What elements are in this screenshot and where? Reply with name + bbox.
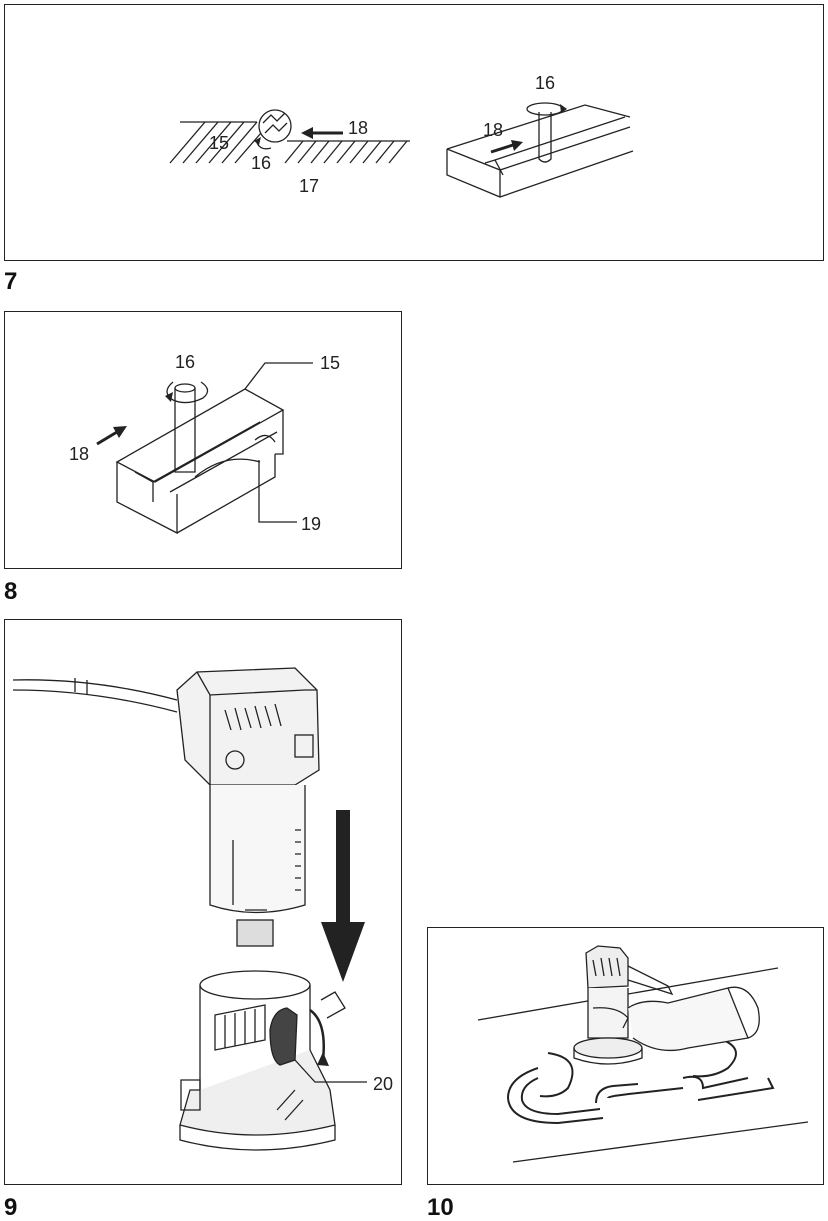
callout-18-left: 18 <box>348 118 368 138</box>
callout-18-right: 18 <box>483 120 503 140</box>
callout-16: 16 <box>175 352 195 372</box>
figure-7-panel: 15 16 18 17 16 18 <box>4 4 824 261</box>
figure-8-illustration: 16 15 18 19 <box>5 312 403 570</box>
figure-7-illustration: 15 16 18 17 16 18 <box>5 5 825 262</box>
callout-15: 15 <box>209 133 229 153</box>
figure-10-illustration <box>428 928 825 1186</box>
figure-10-panel <box>427 927 824 1185</box>
callout-18: 18 <box>69 444 89 464</box>
callout-16-right: 16 <box>535 73 555 93</box>
callout-20: 20 <box>373 1074 393 1094</box>
figure-9-illustration: 20 <box>5 620 403 1186</box>
callout-16-left: 16 <box>251 153 271 173</box>
figure-number-8: 8 <box>4 580 17 604</box>
figure-number-9: 9 <box>4 1196 17 1220</box>
figure-number-7: 7 <box>4 270 17 294</box>
figure-8-panel: 16 15 18 19 <box>4 311 402 569</box>
figure-9-panel: 20 <box>4 619 402 1185</box>
figure-number-10: 10 <box>427 1196 454 1220</box>
callout-15: 15 <box>320 353 340 373</box>
callout-19: 19 <box>301 514 321 534</box>
callout-17: 17 <box>299 176 319 196</box>
